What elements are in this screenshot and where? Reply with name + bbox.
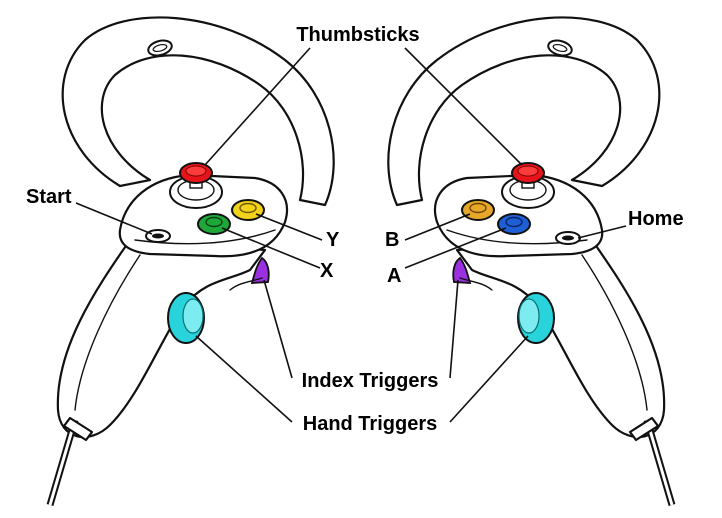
- leader-start: [75, 202, 153, 235]
- right-index-trigger[interactable]: [452, 256, 472, 284]
- label-start: Start: [26, 186, 72, 208]
- label-y: Y: [326, 229, 340, 251]
- x-button[interactable]: [197, 213, 231, 235]
- leader-hand-right: [449, 335, 529, 423]
- b-button[interactable]: [461, 199, 495, 221]
- leader-hand-left: [195, 335, 293, 423]
- leader-y: [255, 213, 323, 241]
- label-hand-triggers: Hand Triggers: [303, 413, 437, 435]
- label-x: X: [320, 260, 334, 282]
- leader-index-left: [263, 279, 293, 379]
- right-controller: [387, 16, 676, 506]
- left-ring-slot: [147, 39, 173, 57]
- leader-b: [404, 213, 471, 241]
- label-b: B: [385, 229, 399, 251]
- label-home: Home: [628, 208, 684, 230]
- right-ring-slot: [547, 39, 573, 57]
- leader-thumbstick-left: [204, 47, 311, 166]
- left-index-trigger[interactable]: [250, 256, 270, 284]
- right-tracking-ring: [387, 16, 661, 207]
- y-button[interactable]: [231, 199, 265, 221]
- left-grip: [56, 238, 267, 439]
- label-thumbsticks: Thumbsticks: [296, 24, 419, 46]
- left-tracking-ring: [61, 16, 335, 207]
- leader-home: [577, 225, 627, 239]
- right-grip: [455, 238, 666, 439]
- leader-index-right: [449, 279, 459, 379]
- label-index-triggers: Index Triggers: [302, 370, 439, 392]
- a-button[interactable]: [497, 213, 531, 235]
- leader-a: [404, 227, 507, 269]
- leader-thumbstick-right: [404, 47, 523, 166]
- left-controller: [46, 16, 335, 506]
- label-a: A: [387, 265, 401, 287]
- labels: Thumbsticks Start Home Y X B A Index Tri…: [26, 24, 684, 435]
- leader-lines: [75, 47, 627, 423]
- leader-x: [221, 227, 321, 269]
